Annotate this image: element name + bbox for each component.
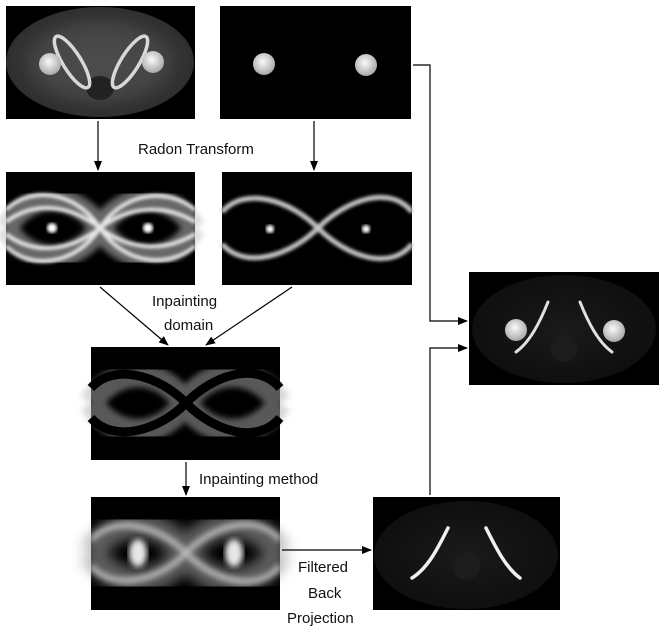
ct-original-panel bbox=[6, 6, 195, 119]
sinogram-metal-panel bbox=[220, 172, 414, 285]
arrow-recon-to-result bbox=[429, 344, 468, 495]
label-filtered: Filtered bbox=[298, 559, 349, 576]
arrow-domain-right bbox=[205, 286, 293, 346]
arrow-metal-to-result bbox=[413, 64, 468, 325]
label-projection: Projection bbox=[287, 610, 354, 627]
sinogram-original-panel bbox=[0, 172, 205, 285]
arrows bbox=[94, 64, 468, 554]
label-inpainting-method: Inpainting method bbox=[199, 471, 319, 488]
label-inpainting-domain-line1: Inpainting bbox=[152, 293, 218, 310]
label-radon-transform: Radon Transform bbox=[138, 141, 254, 158]
inpainting-domain-panel bbox=[80, 347, 290, 460]
label-back: Back bbox=[308, 585, 342, 602]
reconstruction-panel bbox=[373, 497, 560, 610]
metal-parts-panel bbox=[220, 6, 411, 119]
label-inpainting-domain-line2: domain bbox=[164, 317, 214, 334]
arrow-domain-left bbox=[99, 286, 169, 346]
inpainted-sinogram-panel bbox=[80, 497, 291, 610]
final-result-panel bbox=[469, 272, 659, 385]
